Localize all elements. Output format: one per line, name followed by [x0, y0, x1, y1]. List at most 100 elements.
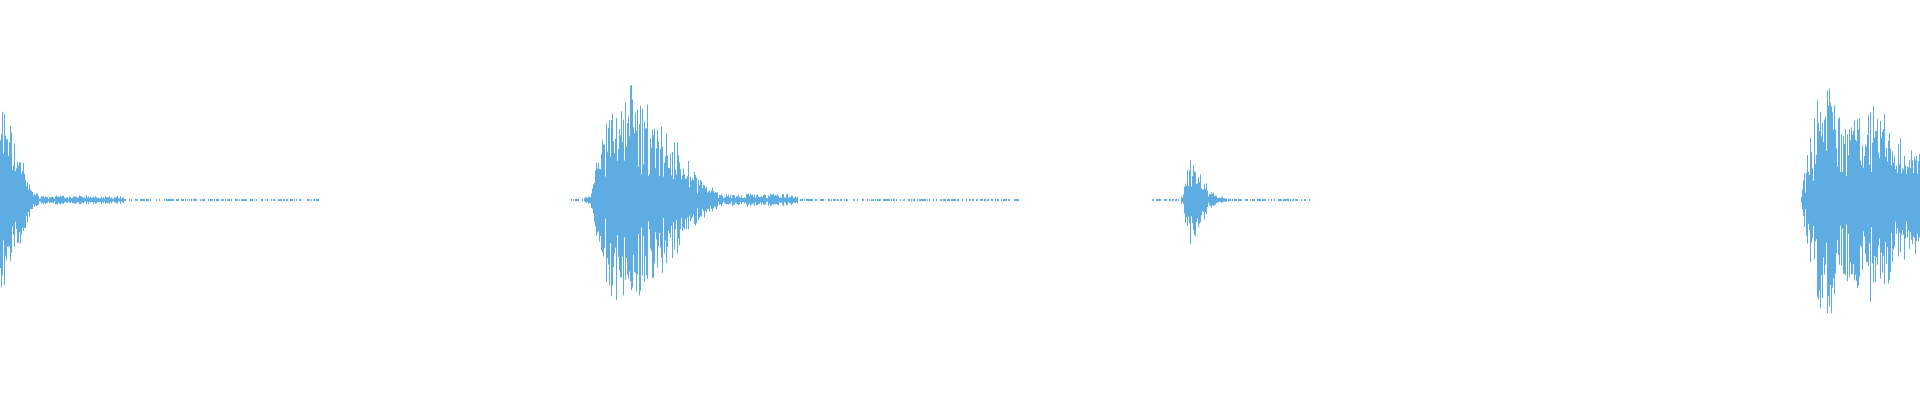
waveform-sample	[1201, 188, 1202, 216]
waveform-sample	[624, 160, 625, 238]
waveform-sample	[716, 192, 717, 210]
waveform-sample	[984, 198, 985, 202]
waveform-sample	[577, 199, 578, 202]
waveform-sample	[621, 111, 622, 278]
waveform-sample	[1876, 131, 1877, 258]
waveform-sample	[1245, 199, 1246, 201]
waveform-sample	[262, 199, 263, 202]
waveform-sample	[1156, 198, 1157, 201]
waveform-sample	[835, 198, 836, 201]
waveform-sample	[970, 199, 971, 201]
waveform-sample	[1892, 151, 1893, 262]
waveform-sample	[1182, 197, 1183, 203]
waveform-sample	[177, 199, 178, 201]
waveform-sample	[760, 197, 761, 203]
waveform-sample	[1236, 199, 1237, 202]
waveform-sample	[1293, 198, 1294, 201]
waveform-sample	[595, 170, 596, 227]
waveform-sample	[771, 194, 772, 206]
waveform-sample	[1864, 155, 1865, 237]
waveform-sample	[1902, 168, 1903, 231]
waveform-sample	[1228, 198, 1229, 202]
waveform-sample	[173, 198, 174, 202]
waveform-sample	[666, 133, 667, 264]
waveform-sample	[228, 199, 229, 202]
waveform-sample	[694, 171, 695, 224]
waveform-sample	[1187, 169, 1188, 226]
waveform-sample	[0, 140, 1, 269]
waveform-sample	[70, 197, 71, 203]
waveform-sample	[146, 198, 147, 201]
waveform-sample	[1211, 192, 1212, 208]
waveform-sample	[1801, 196, 1802, 203]
waveform-sample	[804, 198, 805, 201]
waveform-sample	[638, 166, 639, 234]
waveform-sample	[958, 198, 959, 201]
waveform-sample	[1810, 137, 1811, 263]
waveform-sample	[283, 199, 284, 202]
waveform-sample	[1198, 177, 1199, 228]
waveform-sample	[1901, 173, 1902, 235]
waveform-sample	[1903, 169, 1904, 236]
waveform-sample	[63, 195, 64, 205]
waveform-sample	[25, 180, 26, 228]
waveform-sample	[657, 129, 658, 268]
waveform-sample	[204, 199, 205, 201]
waveform-sample	[616, 118, 617, 300]
waveform-sample	[591, 193, 592, 208]
waveform-sample	[121, 198, 122, 202]
waveform-sample	[1852, 134, 1853, 275]
waveform-sample	[741, 195, 742, 204]
waveform-sample	[1831, 106, 1832, 313]
waveform-sample	[1005, 198, 1006, 201]
waveform-sample	[227, 199, 228, 201]
waveform-sample	[612, 113, 613, 286]
waveform-sample	[56, 195, 57, 204]
waveform-sample	[193, 198, 194, 201]
waveform-sample	[1899, 164, 1900, 233]
waveform-sample	[89, 197, 90, 202]
waveform-sample	[1843, 135, 1844, 275]
waveform-sample	[726, 194, 727, 205]
waveform-sample	[777, 194, 778, 205]
waveform-sample	[1906, 173, 1907, 222]
waveform-sample	[952, 199, 953, 201]
waveform-sample	[689, 187, 690, 216]
waveform-sample	[267, 198, 268, 201]
waveform-sample	[1897, 172, 1898, 229]
waveform-sample	[844, 199, 845, 202]
waveform-sample	[821, 198, 822, 201]
waveform-sample	[662, 146, 663, 273]
waveform-sample	[1813, 180, 1814, 226]
waveform-sample	[212, 199, 213, 201]
waveform-sample	[599, 168, 600, 242]
waveform-sample	[1309, 198, 1310, 201]
waveform-sample	[776, 195, 777, 204]
waveform-sample	[19, 162, 20, 233]
waveform-sample	[1860, 160, 1861, 246]
waveform-sample	[1820, 112, 1821, 309]
waveform-sample	[630, 85, 631, 282]
waveform-sample	[615, 138, 616, 248]
waveform-sample	[995, 198, 996, 202]
waveform-sample	[187, 198, 188, 201]
waveform-sample	[6, 139, 7, 260]
waveform-sample	[1911, 150, 1912, 240]
waveform-sample	[1165, 198, 1166, 202]
waveform-sample	[1254, 199, 1255, 201]
waveform-sample	[1188, 185, 1189, 217]
waveform-sample	[647, 104, 648, 279]
waveform-sample	[773, 193, 774, 205]
waveform-sample	[1259, 198, 1260, 202]
waveform-sample	[642, 109, 643, 276]
waveform-sample	[763, 195, 764, 205]
waveform-sample	[820, 198, 821, 202]
waveform-sample	[724, 197, 725, 203]
waveform-sample	[1278, 199, 1279, 202]
waveform-sample	[796, 197, 797, 203]
waveform-sample	[1200, 174, 1201, 223]
waveform-sample	[622, 142, 623, 257]
waveform-sample	[1018, 199, 1019, 202]
waveform-sample	[878, 199, 879, 202]
waveform-sample	[119, 198, 120, 202]
